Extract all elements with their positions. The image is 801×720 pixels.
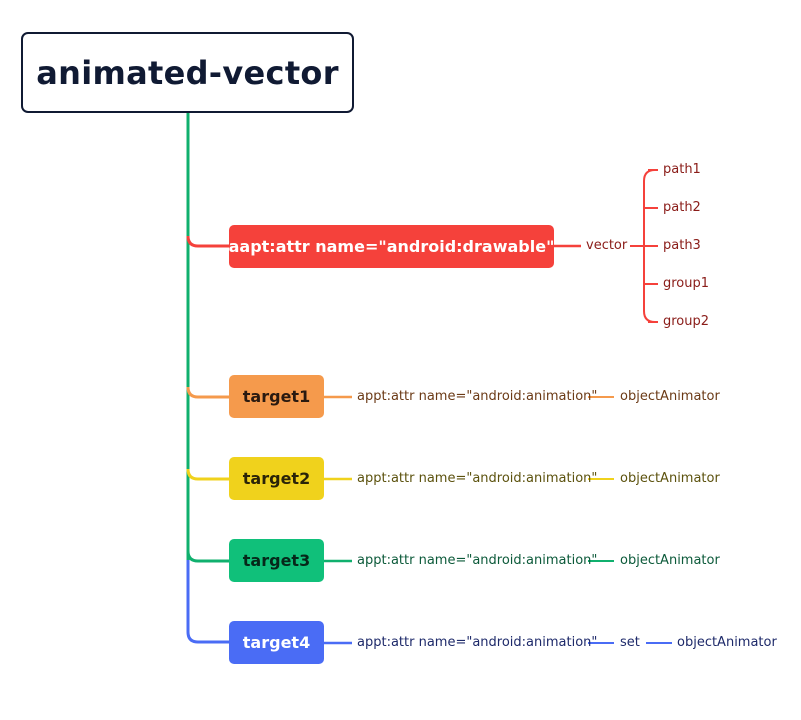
leaf-path2[interactable]: path2 [663,200,701,215]
leaf-group1[interactable]: group1 [663,276,710,291]
branch-target3 [186,550,229,563]
target1-animator[interactable]: objectAnimator [620,389,720,404]
trunk-line-blue [186,560,229,644]
target2-attr[interactable]: appt:attr name="android:animation" [357,471,598,486]
branch-target2 [186,468,229,481]
branch-drawable [186,235,229,248]
target1-attr[interactable]: appt:attr name="android:animation" [357,389,598,404]
target4-node[interactable]: target4 [229,621,324,664]
target4-attr[interactable]: appt:attr name="android:animation" [357,635,598,650]
leaf-path1[interactable]: path1 [663,162,701,177]
target3-node[interactable]: target3 [229,539,324,582]
leaf-group2[interactable]: group2 [663,314,710,329]
leaf-path3[interactable]: path3 [663,238,701,253]
target1-node[interactable]: target1 [229,375,324,418]
target2-animator[interactable]: objectAnimator [620,471,720,486]
target3-attr[interactable]: appt:attr name="android:animation" [357,553,598,568]
branch-target1 [186,386,229,399]
target3-animator[interactable]: objectAnimator [620,553,720,568]
target4-animator[interactable]: objectAnimator [677,635,777,650]
drawable-node[interactable]: aapt:attr name="android:drawable" [229,225,554,268]
target2-node[interactable]: target2 [229,457,324,500]
root-node[interactable]: animated-vector [21,32,354,113]
vector-node[interactable]: vector [586,238,628,253]
target4-set[interactable]: set [620,635,640,650]
